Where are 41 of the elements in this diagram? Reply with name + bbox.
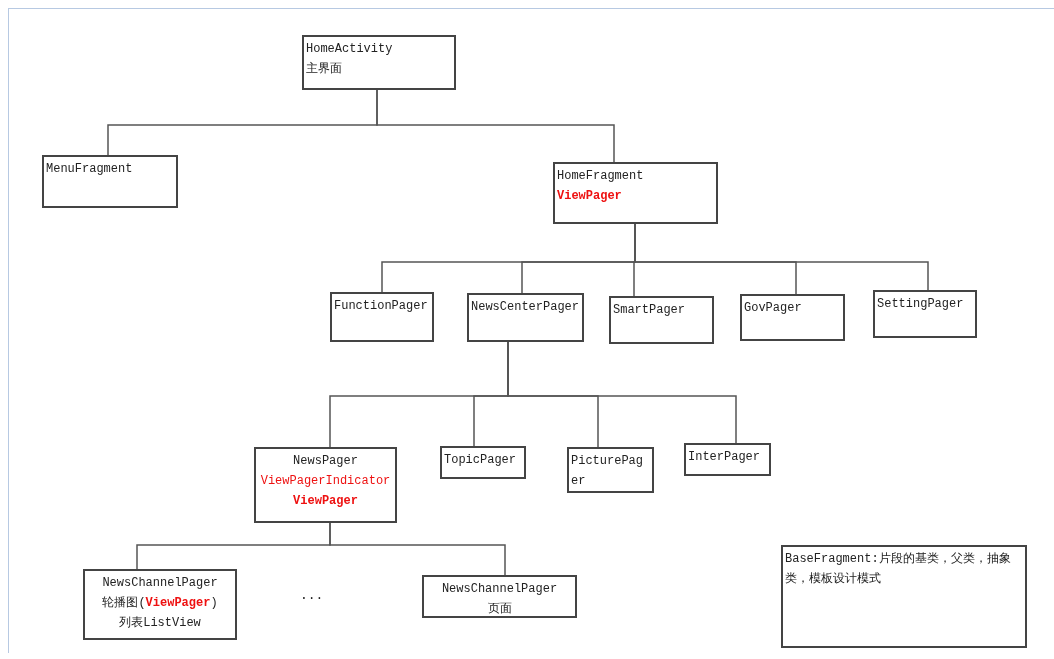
class-label: HomeFragment (557, 168, 645, 185)
class-label: HomeActivity (306, 41, 394, 58)
class-box (567, 447, 654, 493)
ellipsis-label: ... (300, 587, 324, 605)
class-box (302, 35, 456, 90)
class-label: PicturePager (571, 453, 644, 490)
class-box (684, 443, 771, 476)
class-box (440, 446, 526, 479)
class-label: TopicPager (444, 452, 517, 469)
class-label: SmartPager (613, 302, 686, 319)
class-box (42, 155, 178, 208)
class-box (609, 296, 714, 344)
class-label: 轮播图(ViewPager) (101, 595, 219, 612)
connector-line (507, 341, 737, 444)
class-box (553, 162, 718, 224)
class-label: NewsCenterPager (471, 299, 580, 316)
connector-line (329, 522, 506, 576)
class-label: InterPager (688, 449, 761, 466)
class-label: SettingPager (877, 296, 965, 313)
class-box (781, 545, 1027, 648)
class-box (422, 575, 577, 618)
class-label: MenuFragment (46, 161, 134, 178)
highlighted-label: ViewPager (292, 493, 359, 510)
class-box (873, 290, 977, 338)
class-label: 页面 (486, 601, 513, 618)
class-box (740, 294, 845, 341)
class-label: NewsPager (292, 453, 359, 470)
class-label: NewsChannelPager (101, 575, 219, 592)
class-box (254, 447, 397, 523)
class-box (330, 292, 434, 342)
class-label: 列表ListView (118, 615, 202, 632)
class-label: BaseFragment:片段的基类，父类，抽象类，模板设计模式 (785, 551, 1012, 588)
class-label: GovPager (744, 300, 803, 317)
class-label: FunctionPager (334, 298, 429, 315)
class-label: 主界面 (306, 61, 343, 78)
class-box (467, 293, 584, 342)
highlighted-label: ViewPager (557, 188, 623, 205)
class-box (83, 569, 237, 640)
class-label: NewsChannelPager (440, 581, 559, 598)
connector-line (376, 89, 615, 163)
highlighted-label: ViewPagerIndicator (259, 473, 392, 490)
